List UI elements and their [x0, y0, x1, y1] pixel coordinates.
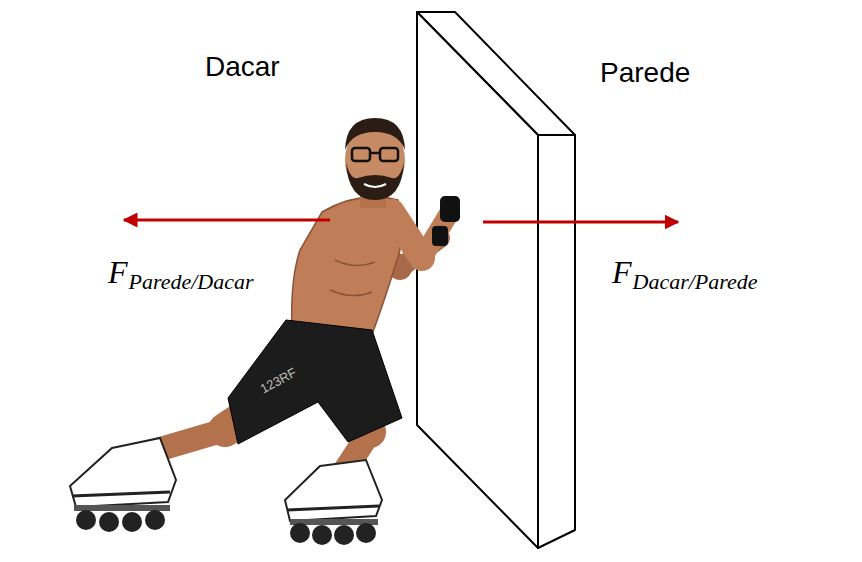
force-arrow	[124, 219, 330, 222]
skate-wheel	[312, 525, 332, 545]
skate-wheel	[122, 512, 142, 532]
shorts	[228, 320, 402, 444]
skate-wheel	[145, 510, 165, 530]
force-subscript: Dacar/Parede	[633, 270, 758, 294]
skate-wheel	[99, 512, 119, 532]
hair	[345, 118, 405, 150]
smile	[364, 184, 386, 187]
muscle-lines	[330, 260, 375, 296]
skate-boot	[285, 460, 382, 521]
force-symbol: F	[108, 255, 128, 290]
beard	[346, 162, 404, 200]
wall-side	[538, 135, 575, 548]
front-skate	[285, 460, 382, 545]
skate-strap	[72, 492, 170, 496]
lens	[380, 148, 398, 161]
object-label: Dacar	[205, 52, 280, 83]
lens	[352, 148, 370, 161]
glove	[440, 196, 460, 222]
back-skate	[70, 438, 176, 532]
skate-wheel	[334, 525, 354, 545]
skate-strap	[287, 506, 379, 510]
glasses	[352, 148, 398, 161]
skate-boot	[70, 438, 176, 507]
skate-wheel	[290, 523, 310, 543]
object-label: Parede	[600, 58, 690, 89]
wall	[417, 12, 575, 548]
force-symbol: F	[612, 255, 632, 290]
bridge	[370, 152, 380, 155]
force-subscript: Parede/Dacar	[129, 270, 254, 294]
skate-wheel	[76, 510, 96, 530]
force-arrow	[483, 221, 678, 224]
wall-front	[417, 12, 538, 548]
glove	[432, 226, 448, 246]
skate-wheel	[356, 523, 376, 543]
